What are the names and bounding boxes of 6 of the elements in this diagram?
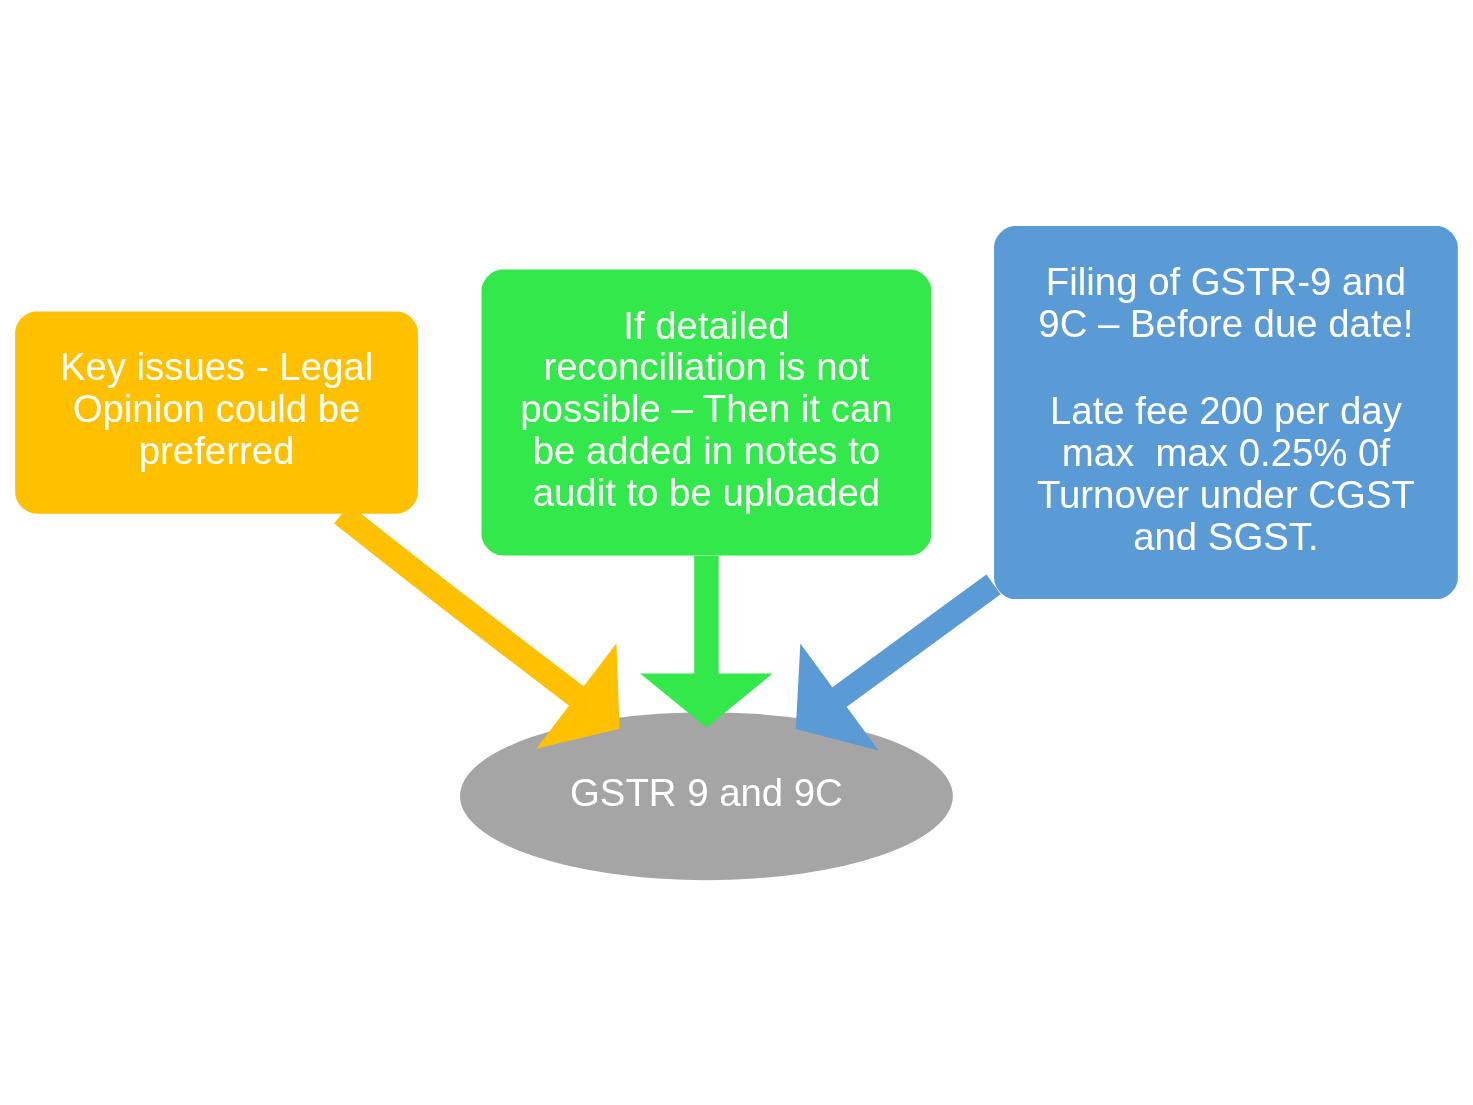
- arrow: [795, 574, 1001, 751]
- arrow: [640, 555, 773, 728]
- node-ellipse: GSTR 9 and 9C: [460, 711, 953, 880]
- node-box: If detailed reconciliation is not possible – Then it can be added in notes to audit to be uploaded: [481, 269, 932, 555]
- node-box: Key issues - Legal Opinion could be preferred: [15, 310, 418, 514]
- node-box: Filing of GSTR-9 and 9C – Before due date! Late fee 200 per day max max 0.25% 0f Turnover under CGST and SGST.: [994, 225, 1458, 599]
